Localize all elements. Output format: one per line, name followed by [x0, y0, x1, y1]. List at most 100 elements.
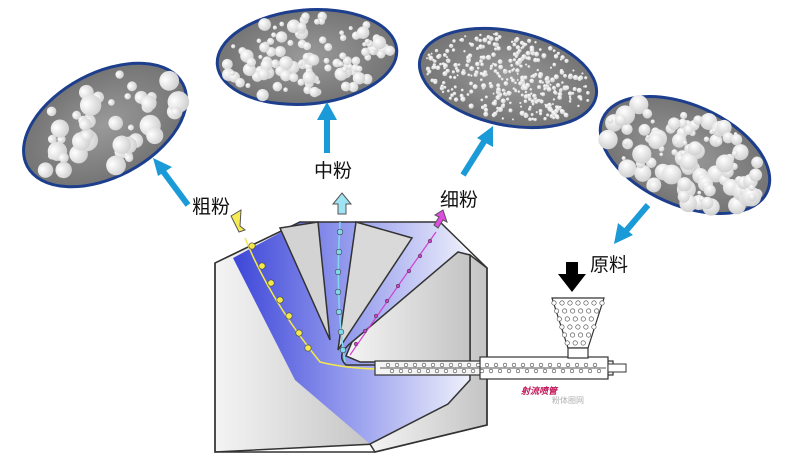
particle: [452, 39, 456, 43]
particle: [648, 133, 664, 150]
particle: [256, 38, 262, 44]
particle: [339, 30, 345, 36]
stream-particle: [334, 268, 342, 276]
particle: [171, 106, 182, 117]
particle: [342, 56, 352, 66]
particle: [445, 56, 449, 59]
particle: [303, 42, 312, 51]
stream-particle: [587, 368, 593, 374]
jet-nozzle-label: 射流喷管: [521, 387, 558, 397]
medium-outlet-arrow: [331, 192, 353, 215]
stream-particle: [488, 368, 494, 374]
particle: [258, 54, 263, 60]
particle: [642, 108, 653, 119]
particle: [55, 161, 72, 179]
particle: [549, 66, 553, 69]
particle: [302, 70, 316, 85]
particle: [494, 47, 498, 51]
particle: [547, 46, 553, 51]
particle: [487, 40, 492, 45]
coarse-output-arrow: [153, 158, 191, 207]
particle: [500, 98, 506, 104]
stream-particle: [564, 340, 570, 346]
stream-particle: [529, 362, 535, 368]
stream-particle: [580, 316, 586, 322]
particle: [536, 68, 539, 72]
particle: [496, 106, 500, 110]
particle: [270, 59, 280, 69]
particle: [456, 74, 459, 77]
particle: [520, 93, 524, 97]
particle: [478, 38, 482, 43]
particle: [512, 42, 517, 47]
particle: [501, 117, 505, 120]
jet-nozzle: [374, 356, 627, 380]
stream-particle: [362, 328, 368, 334]
stream-particle: [353, 341, 359, 347]
raw-material-label: 原料: [590, 254, 629, 276]
stream-particle: [417, 253, 423, 259]
particle: [538, 112, 543, 116]
particle: [432, 58, 435, 62]
particle: [552, 98, 556, 101]
particle: [498, 64, 503, 70]
particle: [517, 57, 523, 63]
stream-particle: [586, 332, 592, 338]
particle: [442, 63, 448, 69]
particle: [436, 54, 441, 59]
particle: [451, 48, 456, 52]
stream-particle: [599, 300, 605, 306]
stream-particle: [524, 368, 530, 374]
particle: [523, 85, 528, 91]
particle: [434, 48, 439, 53]
particle: [502, 92, 507, 96]
particle: [474, 36, 479, 41]
particle: [146, 126, 164, 145]
particle: [524, 43, 528, 46]
particle: [530, 92, 533, 95]
particle: [485, 54, 492, 60]
stream-particle: [398, 368, 404, 374]
stream-particle: [570, 308, 576, 314]
particle: [453, 97, 459, 102]
particle: [245, 83, 251, 89]
particle: [677, 118, 688, 129]
particle: [479, 59, 483, 64]
stream-particle: [394, 362, 400, 368]
particle: [260, 59, 273, 72]
fine-particle-stream: [349, 231, 437, 356]
particle: [586, 91, 590, 95]
particle: [483, 107, 489, 113]
particle: [646, 135, 650, 139]
particle: [629, 95, 649, 115]
stream-particle: [583, 362, 589, 368]
stream-particle: [578, 332, 584, 338]
particle: [531, 102, 535, 106]
particle: [533, 117, 537, 122]
particle: [468, 58, 471, 62]
particle: [524, 90, 528, 94]
particle: [634, 164, 652, 182]
particle: [469, 81, 473, 86]
particle: [559, 70, 565, 75]
stream-particle: [547, 362, 553, 368]
particle: [271, 32, 277, 38]
particle: [460, 96, 466, 102]
stream-particle: [395, 283, 401, 289]
stream-particle: [427, 238, 433, 244]
stream-particle: [559, 300, 565, 306]
stream-particle: [439, 362, 445, 368]
particle: [461, 70, 467, 76]
stream-particle: [569, 368, 575, 374]
particle: [221, 58, 233, 70]
particle: [539, 99, 544, 104]
stream-particle: [567, 324, 573, 330]
particle: [492, 92, 495, 95]
particle: [468, 103, 474, 109]
particle: [449, 44, 453, 48]
particle: [541, 92, 546, 97]
stream-particle: [520, 362, 526, 368]
particle: [441, 90, 445, 94]
particle: [377, 50, 386, 59]
particle: [534, 41, 537, 44]
